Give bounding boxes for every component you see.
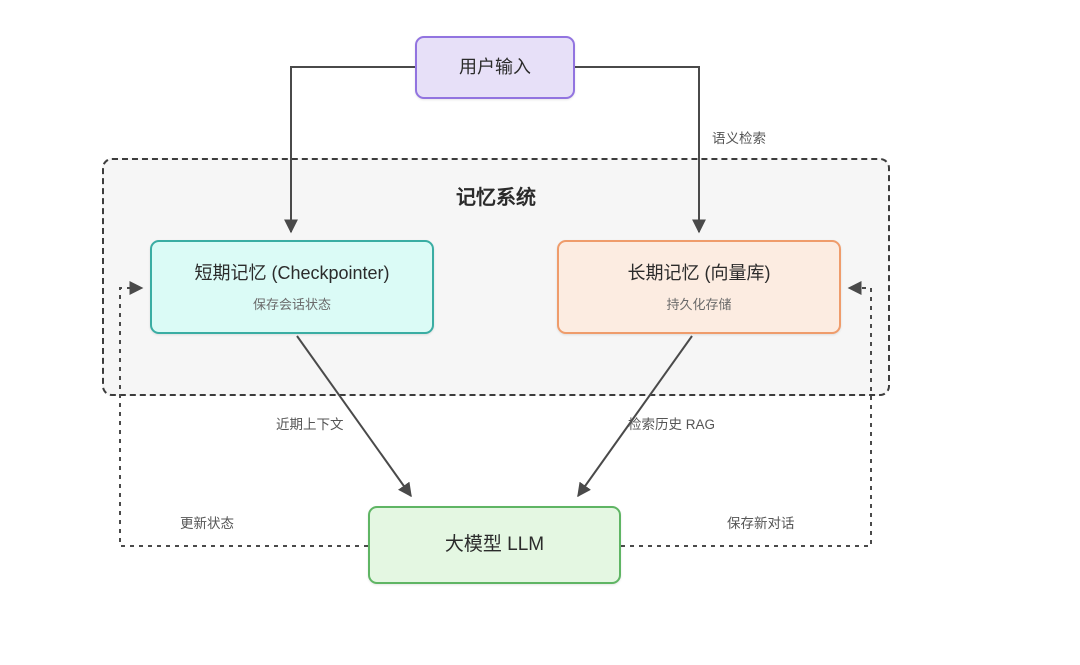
node-llm[interactable]: 大模型 LLM [368, 506, 621, 584]
node-long-term-memory[interactable]: 长期记忆 (向量库) 持久化存储 [557, 240, 841, 334]
edge-label-retrieve-history: 检索历史 RAG [628, 417, 716, 432]
node-short-term-memory-subtitle: 保存会话状态 [252, 297, 331, 313]
edge-long-term-to-llm [577, 335, 693, 498]
node-short-term-memory-title: 短期记忆 (Checkpointer) [194, 262, 390, 283]
edge-label-semantic-retrieval: 语义检索 [712, 131, 766, 146]
node-short-term-memory[interactable]: 短期记忆 (Checkpointer) 保存会话状态 [150, 240, 434, 334]
node-llm-title: 大模型 LLM [444, 534, 545, 556]
edge-user-input-to-short-term [284, 66, 415, 234]
node-long-term-memory-title: 长期记忆 (向量库) [627, 262, 771, 283]
edge-label-update-state: 更新状态 [180, 516, 234, 531]
edge-user-input-to-long-term [575, 66, 706, 234]
edge-llm-to-long-term-feedback [621, 281, 872, 547]
edge-label-recent-context: 近期上下文 [276, 417, 344, 432]
edge-llm-to-short-term-feedback [119, 281, 368, 547]
node-user-input[interactable]: 用户输入 [415, 36, 575, 99]
edge-short-term-to-llm [296, 335, 412, 498]
node-long-term-memory-subtitle: 持久化存储 [666, 297, 732, 313]
node-user-input-title: 用户输入 [459, 57, 531, 78]
edge-label-save-dialog: 保存新对话 [727, 516, 795, 531]
cluster-title: 记忆系统 [456, 187, 536, 209]
